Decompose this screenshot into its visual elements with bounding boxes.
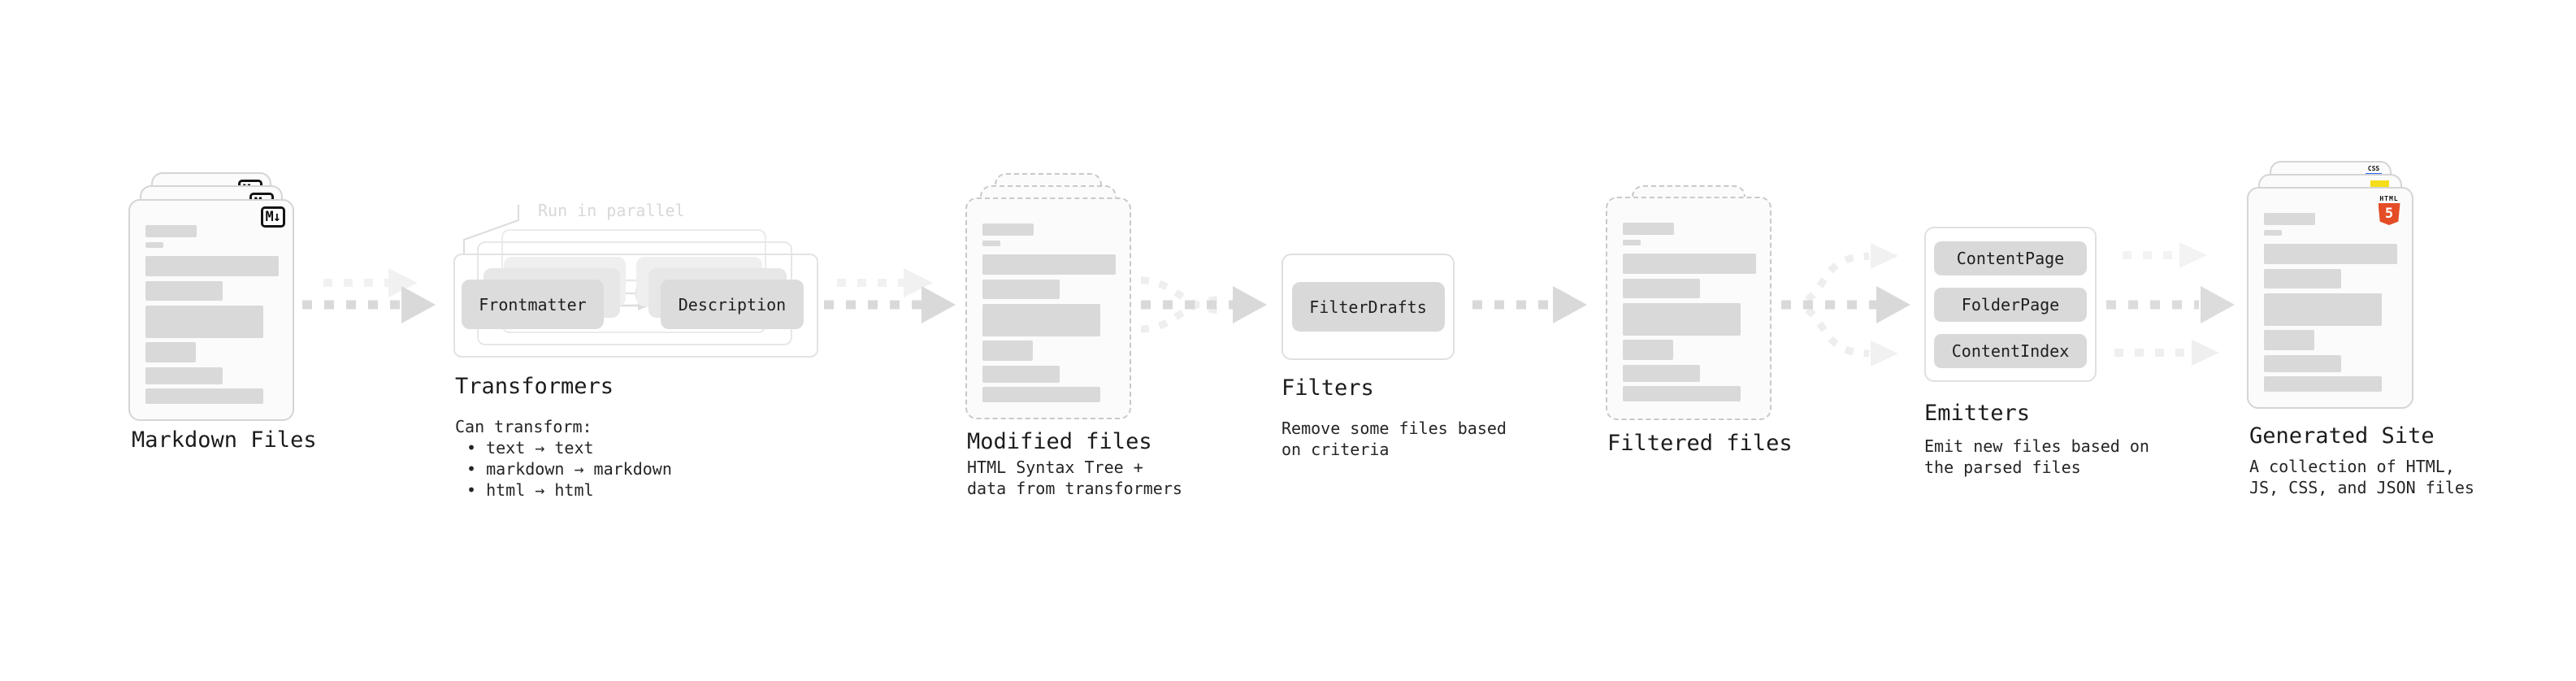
generated-site-label: Generated Site <box>2249 423 2435 449</box>
skeleton-bar <box>1623 340 1673 360</box>
modified-files-description: HTML Syntax Tree + data from transformer… <box>967 457 1182 499</box>
transformers-desc-line: • html → html <box>466 480 594 500</box>
generated-site-description: A collection of HTML, JS, CSS, and JSON … <box>2249 456 2474 498</box>
skeleton-bar <box>982 304 1100 336</box>
skeleton-bar <box>1623 365 1700 382</box>
content-page-pill: ContentPage <box>1934 241 2087 275</box>
skeleton-bar <box>2264 330 2314 350</box>
skeleton-bar <box>145 225 197 237</box>
markdown-files-label: Markdown Files <box>132 427 317 453</box>
skeleton-bar <box>1623 303 1741 336</box>
skeleton-bar <box>2264 355 2341 372</box>
skeleton-bar <box>2264 376 2382 392</box>
markdown-icon: M↓ <box>260 206 285 228</box>
html5-icon-shield: 5 <box>2378 203 2400 225</box>
skeleton-bar <box>982 241 1000 246</box>
arrow-filtered-to-emitters <box>1781 243 1910 367</box>
description-pill: Description <box>661 280 804 329</box>
skeleton-bar <box>1623 386 1741 401</box>
html5-icon: HTML 5 <box>2377 195 2401 225</box>
html5-icon-number: 5 <box>2384 206 2394 222</box>
run-in-parallel-label: Run in parallel <box>538 201 685 220</box>
skeleton-bar <box>2264 230 2282 236</box>
modified-doc-front <box>965 197 1131 419</box>
skeleton-bar <box>982 387 1100 402</box>
markdown-doc-front: M↓ <box>128 199 294 421</box>
skeleton-bar <box>145 388 263 404</box>
generated-desc-line: JS, CSS, and JSON files <box>2249 478 2474 497</box>
transformers-description: Can transform: • text → text • markdown … <box>455 416 672 501</box>
generated-desc-line: A collection of HTML, <box>2249 457 2455 476</box>
modified-desc-line: HTML Syntax Tree + <box>967 458 1143 477</box>
arrow-filters-to-filtered <box>1472 286 1587 323</box>
skeleton-bar <box>145 281 223 301</box>
emitters-panel: ContentPage FolderPage ContentIndex <box>1924 227 2097 382</box>
emitters-desc-line: Emit new files based on <box>1924 436 2149 456</box>
skeleton-bar <box>145 256 279 276</box>
transformers-desc-line: Can transform: <box>455 417 592 436</box>
filter-drafts-pill: FilterDrafts <box>1291 282 1445 332</box>
arrow-emitters-to-generated <box>2106 242 2235 366</box>
modified-files-label: Modified files <box>967 429 1152 454</box>
transformers-heading: Transformers <box>455 374 614 399</box>
filtered-files-label: Filtered files <box>1607 431 1793 456</box>
generated-doc-html: HTML 5 <box>2247 187 2413 409</box>
modified-desc-line: data from transformers <box>967 479 1182 498</box>
folder-page-pill: FolderPage <box>1934 287 2087 322</box>
filters-description: Remove some files based on criteria <box>1281 418 1507 460</box>
frontmatter-pill: Frontmatter <box>462 280 604 329</box>
content-index-pill: ContentIndex <box>1934 333 2087 368</box>
arrow-modified-to-filters <box>1140 276 1267 333</box>
skeleton-bar <box>145 242 163 248</box>
filtered-doc-front <box>1606 197 1772 420</box>
arrow-markdown-to-transformers <box>302 268 436 323</box>
transformers-desc-line: • markdown → markdown <box>466 459 672 479</box>
arrow-transformers-to-modified <box>824 268 956 323</box>
filters-heading: Filters <box>1281 375 1374 401</box>
emitters-description: Emit new files based on the parsed files <box>1924 436 2149 478</box>
skeleton-bar <box>1623 279 1700 298</box>
skeleton-bar <box>2264 293 2382 326</box>
html5-icon-label: HTML <box>2379 195 2399 202</box>
skeleton-bar <box>2264 213 2315 225</box>
skeleton-bar <box>2264 269 2341 288</box>
filters-panel: FilterDrafts <box>1281 254 1455 360</box>
skeleton-bar <box>1623 223 1674 235</box>
skeleton-bar <box>2264 244 2397 264</box>
skeleton-bar <box>982 254 1116 275</box>
css-icon-label: CSS <box>2367 165 2380 172</box>
skeleton-bar <box>982 280 1060 299</box>
skeleton-bar <box>982 366 1060 383</box>
skeleton-bar <box>1623 240 1641 245</box>
skeleton-bar <box>982 223 1034 236</box>
skeleton-bar <box>145 367 223 384</box>
skeleton-bar <box>145 306 263 338</box>
transformer-frame-front <box>453 254 818 358</box>
emitters-desc-line: the parsed files <box>1924 458 2081 477</box>
skeleton-bar <box>145 342 196 362</box>
transformers-desc-line: • text → text <box>466 438 594 458</box>
filters-desc-line: on criteria <box>1281 440 1390 459</box>
skeleton-bar <box>982 340 1033 361</box>
skeleton-bar <box>1623 254 1756 274</box>
emitters-heading: Emitters <box>1924 401 2031 426</box>
filters-desc-line: Remove some files based <box>1281 419 1507 438</box>
